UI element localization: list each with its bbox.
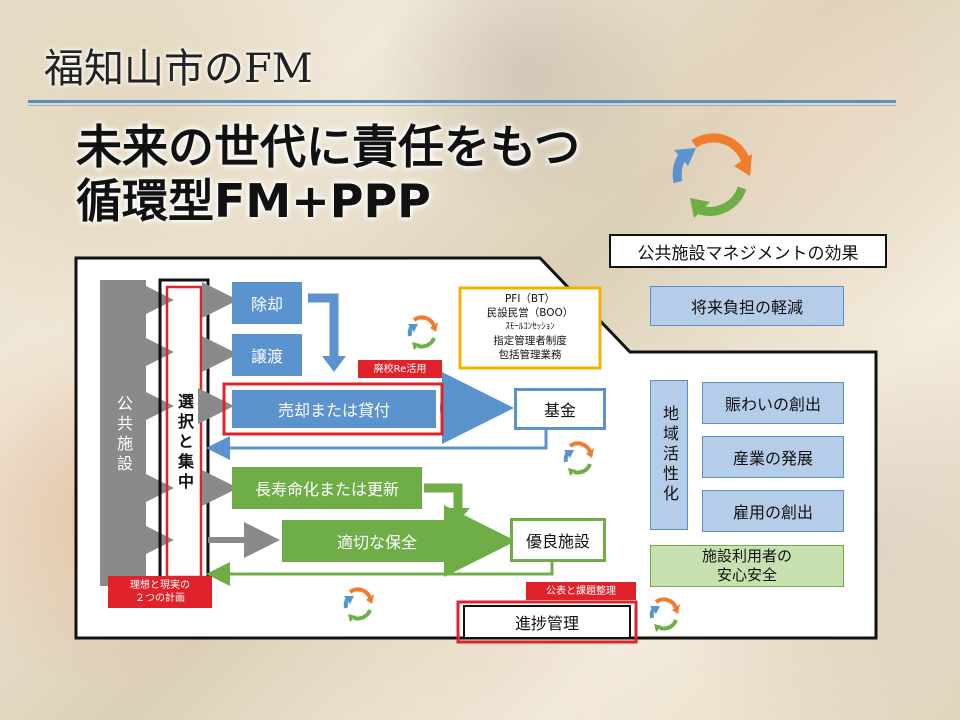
progress-management-box: 進捗管理 [514, 614, 579, 633]
public-facility-label: 公共施設 [114, 395, 133, 475]
page-title: 福知山市のFM [44, 46, 313, 92]
ppp-scheme-list: PFI（BT） 民設民営（BOO） ｽﾓｰﾙｺﾝｾｯｼｮﾝ 指定管理者制度 包括… [462, 292, 598, 368]
headline-line-1: 未来の世代に責任をもつ [76, 120, 581, 174]
effects-title: 公共施設マネジメントの効果 [609, 234, 887, 268]
employment-box: 雇用の創出 [702, 490, 844, 532]
plans-label: 理想と現実の ２つの計画 [108, 576, 212, 608]
user-safety-box: 施設利用者の 安心安全 [650, 545, 844, 587]
industry-box: 産業の発展 [702, 436, 844, 478]
school-reuse-label: 廃校Re活用 [358, 360, 442, 378]
headline-line-2: 循環型FM+PPP [76, 174, 431, 228]
fund-box: 基金 [514, 388, 606, 430]
longevity-box: 長寿命化または更新 [232, 467, 422, 509]
user-safety-line-2: 安心安全 [716, 566, 777, 584]
plans-label-line-1: 理想と現実の [130, 580, 190, 591]
plans-label-line-2: ２つの計画 [135, 593, 185, 604]
ppp-item: 包括管理業務 [498, 349, 562, 361]
ppp-item: ｽﾓｰﾙｺﾝｾｯｼｮﾝ [505, 322, 555, 332]
selection-label: 選択と集中 [175, 393, 194, 493]
regional-revitalization-box: 地域活性化 [650, 380, 688, 530]
bustle-box: 賑わいの創出 [702, 382, 844, 424]
cycle-icon [672, 133, 752, 218]
ppp-item: 指定管理者制度 [493, 335, 567, 347]
title-rule-thin [28, 105, 896, 106]
maintenance-box: 適切な保全 [282, 520, 472, 562]
title-rule [28, 100, 896, 103]
user-safety-line-1: 施設利用者の [701, 547, 792, 565]
sale-lease-box: 売却または貸付 [232, 390, 436, 428]
future-burden-box: 将来負担の軽減 [650, 286, 844, 326]
ppp-item: PFI（BT） [504, 293, 556, 305]
transfer-box: 譲渡 [232, 334, 302, 376]
demolish-box: 除却 [232, 282, 302, 324]
ppp-item: 民設民営（BOO） [486, 307, 574, 319]
headline: 未来の世代に責任をもつ 循環型FM+PPP [76, 120, 580, 228]
good-facility-box: 優良施設 [510, 518, 606, 562]
publish-label: 公表と課題整理 [526, 582, 636, 600]
